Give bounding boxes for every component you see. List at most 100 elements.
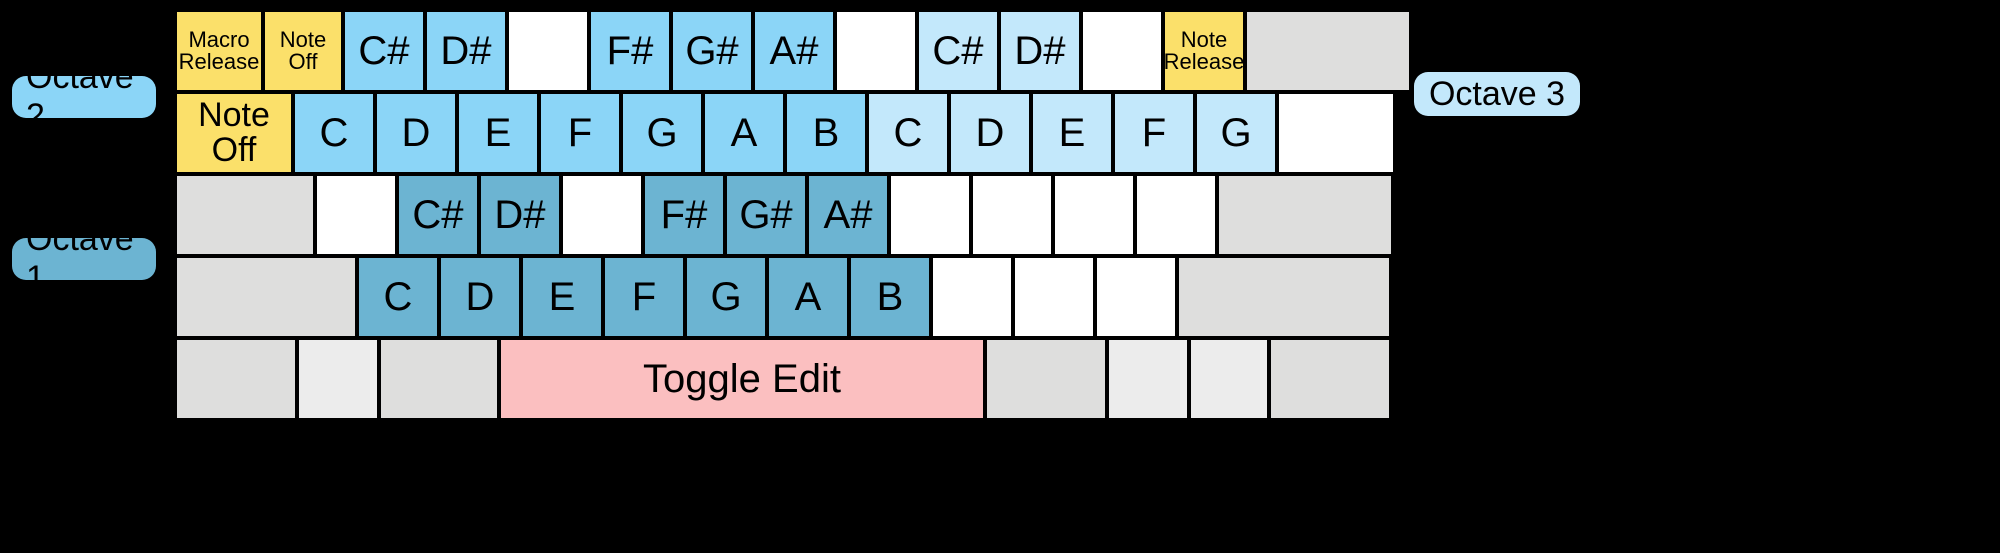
key-label-line: G# — [685, 28, 739, 73]
key-label-line: A# — [769, 28, 819, 73]
key-csharp[interactable]: C# — [397, 174, 479, 256]
key-label-line: C — [383, 274, 413, 319]
key-c[interactable]: C — [867, 92, 949, 174]
key-label-line: Release — [1163, 49, 1245, 74]
key-blank — [379, 338, 499, 420]
key-label-line: Macro — [188, 26, 250, 52]
key-blank — [889, 174, 971, 256]
key-label-line: F — [1141, 110, 1167, 155]
key-blank — [561, 174, 643, 256]
key-e[interactable]: E — [457, 92, 539, 174]
key-label-line: D — [401, 110, 431, 155]
key-csharp[interactable]: C# — [917, 10, 999, 92]
key-blank — [835, 10, 917, 92]
key-a[interactable]: A — [703, 92, 785, 174]
key-g[interactable]: G — [621, 92, 703, 174]
key-blank — [1217, 174, 1393, 256]
key-blank — [175, 174, 315, 256]
key-blank — [1053, 174, 1135, 256]
key-blank — [1081, 10, 1163, 92]
key-b[interactable]: B — [785, 92, 867, 174]
key-label-line: D — [975, 110, 1005, 155]
key-label-line: E — [484, 110, 512, 155]
key-label-line: E — [1058, 110, 1086, 155]
key-label-line: D# — [1014, 28, 1066, 73]
key-blank — [1245, 10, 1411, 92]
key-label-line: A# — [823, 192, 873, 237]
key-f[interactable]: F — [1113, 92, 1195, 174]
key-label-line: Off — [288, 49, 318, 74]
key-label-line: G — [1220, 110, 1252, 155]
key-fsharp[interactable]: F# — [643, 174, 725, 256]
key-label-line: G# — [739, 192, 793, 237]
key-label-line: A — [730, 110, 758, 155]
key-d[interactable]: D — [439, 256, 521, 338]
key-c[interactable]: C — [357, 256, 439, 338]
key-label-line: Off — [211, 131, 257, 169]
key-blank — [297, 338, 379, 420]
key-g[interactable]: G — [1195, 92, 1277, 174]
keyboard-row-asdf-row: C# D# F# G# A# — [175, 174, 1393, 256]
octave-2-label: Octave 2 — [12, 58, 156, 135]
key-a[interactable]: A — [767, 256, 849, 338]
key-blank — [971, 174, 1053, 256]
key-fsharp[interactable]: F# — [589, 10, 671, 92]
key-label-line: Note — [1180, 26, 1228, 52]
key-label-line: C# — [932, 28, 984, 73]
key-f[interactable]: F — [539, 92, 621, 174]
key-e[interactable]: E — [1031, 92, 1113, 174]
key-csharp[interactable]: C# — [343, 10, 425, 92]
key-label-line: Toggle Edit — [643, 356, 841, 401]
key-dsharp[interactable]: D# — [999, 10, 1081, 92]
octave-1-label: Octave 1 — [12, 220, 156, 297]
key-toggle-edit[interactable]: Toggle Edit — [499, 338, 985, 420]
key-label-line: F# — [606, 28, 654, 73]
key-asharp[interactable]: A# — [807, 174, 889, 256]
key-gsharp[interactable]: G# — [671, 10, 753, 92]
key-label-line: F — [567, 110, 593, 155]
key-blank — [1013, 256, 1095, 338]
key-blank — [1277, 92, 1395, 174]
key-blank — [1269, 338, 1391, 420]
key-g[interactable]: G — [685, 256, 767, 338]
key-dsharp[interactable]: D# — [479, 174, 561, 256]
key-blank — [1107, 338, 1189, 420]
key-label-line: Note — [279, 26, 327, 52]
key-blank — [931, 256, 1013, 338]
key-blank — [1189, 338, 1269, 420]
key-label-line: E — [548, 274, 576, 319]
key-e[interactable]: E — [521, 256, 603, 338]
key-label-line: F# — [660, 192, 708, 237]
key-b[interactable]: B — [849, 256, 931, 338]
key-d[interactable]: D — [375, 92, 457, 174]
key-d[interactable]: D — [949, 92, 1031, 174]
key-blank — [507, 10, 589, 92]
key-gsharp[interactable]: G# — [725, 174, 807, 256]
octave-3-label: Octave 3 — [1414, 72, 1580, 116]
key-asharp[interactable]: A# — [753, 10, 835, 92]
key-label-line: D# — [494, 192, 546, 237]
key-label-line: C — [893, 110, 923, 155]
key-label-line: B — [812, 110, 840, 155]
key-blank — [1095, 256, 1177, 338]
key-blank — [175, 256, 357, 338]
key-label-line: Release — [178, 49, 260, 74]
key-blank — [315, 174, 397, 256]
key-blank — [1135, 174, 1217, 256]
key-label-line: C# — [358, 28, 410, 73]
key-label-line: A — [794, 274, 822, 319]
key-c[interactable]: C — [293, 92, 375, 174]
key-dsharp[interactable]: D# — [425, 10, 507, 92]
key-label-line: C# — [412, 192, 464, 237]
key-blank — [1177, 256, 1391, 338]
key-label-line: F — [631, 274, 657, 319]
key-blank — [175, 338, 297, 420]
key-f[interactable]: F — [603, 256, 685, 338]
